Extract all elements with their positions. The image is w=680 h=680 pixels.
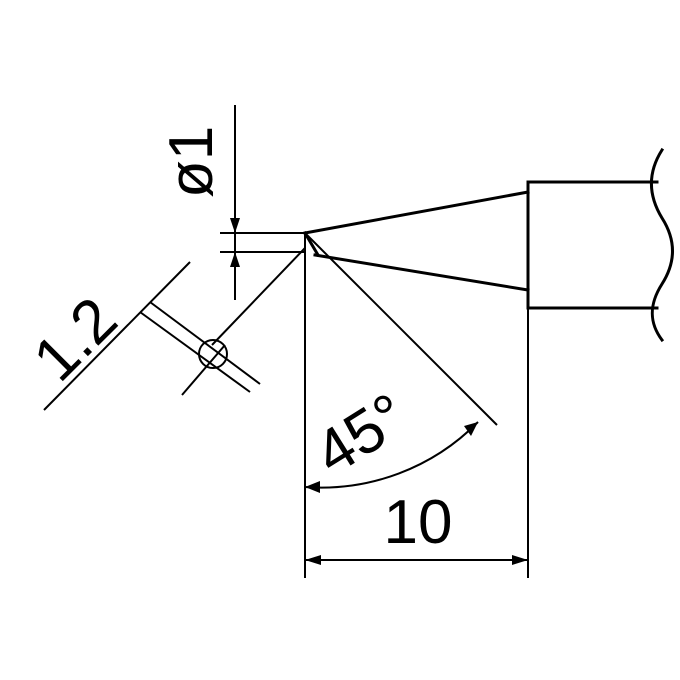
break-line: [650, 147, 674, 343]
bevel-dimension: [43, 261, 261, 411]
tip-cone: [302, 190, 530, 292]
diameter-label: ø1: [157, 126, 226, 198]
tip-shank: [526, 180, 659, 310]
angle-dimension: [304, 421, 479, 493]
length-label: 10: [384, 488, 453, 557]
bevel-label: 1.2: [21, 285, 131, 395]
diameter-dimension: [220, 105, 305, 300]
extension-lines: [211, 232, 529, 578]
length-dimension: [305, 555, 528, 565]
